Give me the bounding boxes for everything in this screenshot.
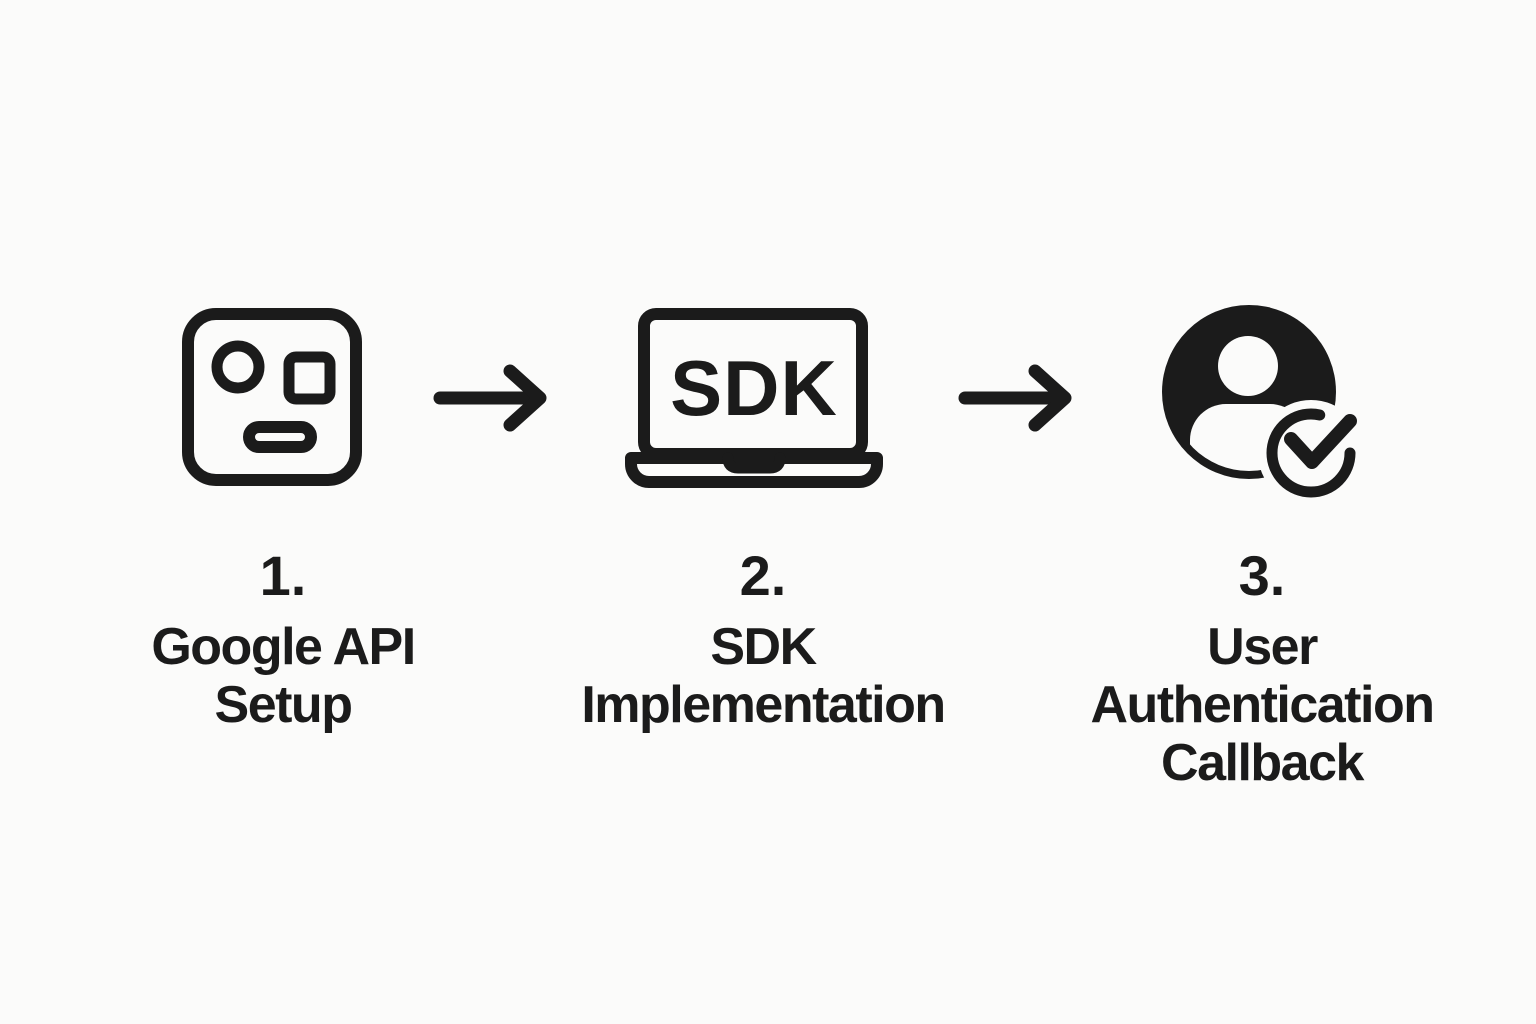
step-3-number: 3.: [1238, 544, 1286, 607]
step-1-number: 1.: [259, 544, 307, 607]
step-1-icon-wrap: [180, 305, 370, 490]
step-2-number: 2.: [739, 544, 787, 607]
step-1-label: 1. Google API Setup: [83, 544, 483, 735]
arrow-right-icon: [958, 364, 1072, 432]
step-3-icon-wrap: [1160, 300, 1365, 515]
connector-1-wrap: [432, 364, 550, 432]
sdk-laptop-icon: SDK: [625, 308, 883, 488]
step-2-icon-wrap: SDK: [618, 302, 890, 494]
connector-2-wrap: [957, 364, 1075, 432]
user-check-icon: [1162, 305, 1364, 506]
step-2-title: SDK Implementation: [581, 618, 946, 734]
step-1-title: Google API Setup: [151, 618, 416, 734]
laptop-screen-text: SDK: [670, 344, 838, 432]
api-console-icon: [182, 308, 362, 486]
step-3-label: 3. User Authentication Callback: [1042, 544, 1482, 793]
arrow-right-icon: [433, 364, 547, 432]
step-3-title: User Authentication Callback: [1090, 618, 1435, 792]
step-2-label: 2. SDK Implementation: [563, 544, 963, 735]
